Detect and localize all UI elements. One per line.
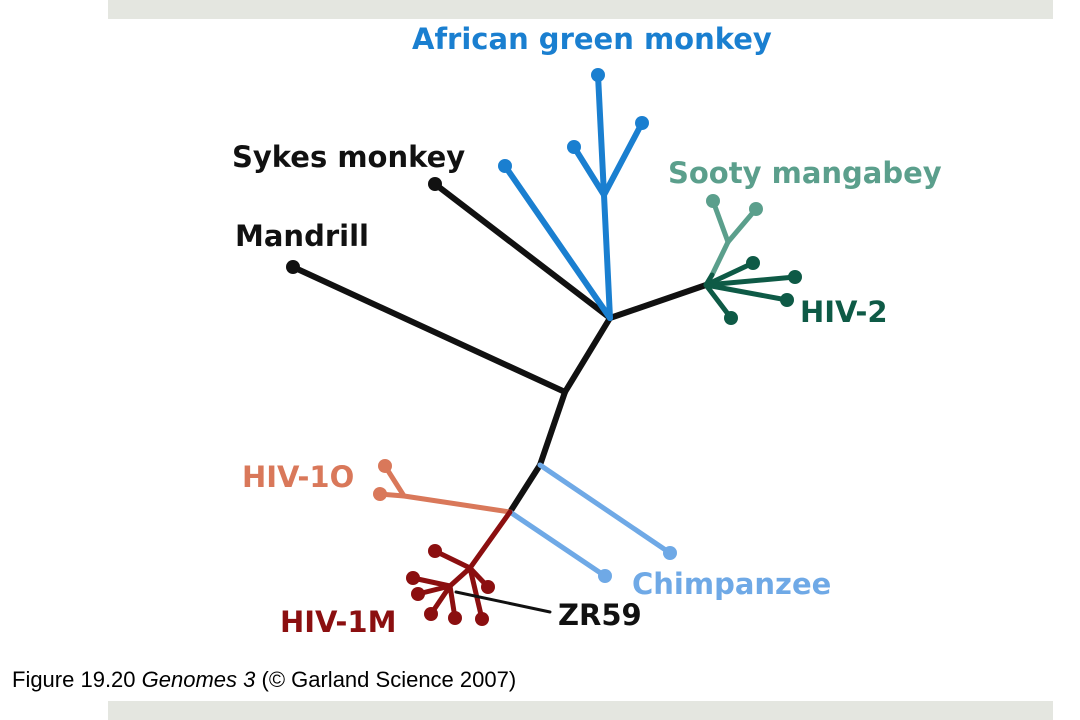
agm-leaf: [591, 68, 605, 82]
sykes-monkey-leaf: [428, 177, 442, 191]
caption-book: Genomes 3: [141, 667, 256, 692]
hiv1o-clade: [377, 463, 513, 515]
label-african-green-monkey: African green monkey: [412, 22, 772, 56]
african-green-monkey-clade: [502, 72, 645, 321]
hiv1m-leaf: [475, 612, 489, 626]
hiv2-leaf: [780, 293, 794, 307]
label-hiv2: HIV-2: [800, 295, 888, 329]
hiv1m-leaf: [406, 571, 420, 585]
caption-prefix: Figure 19.20: [12, 667, 142, 692]
hiv1o-leaves: [373, 459, 392, 501]
label-sooty-mangabey: Sooty mangabey: [668, 156, 942, 190]
caption-suffix: (© Garland Science 2007): [255, 667, 517, 692]
hiv1o-leaf: [373, 487, 387, 501]
african-green-monkey-leaves: [498, 68, 649, 173]
zr59-pointer: [454, 590, 552, 614]
label-hiv1m: HIV-1M: [280, 605, 396, 639]
chimp-leaf: [598, 569, 612, 583]
chimp-leaf: [663, 546, 677, 560]
hiv1m-leaf: [428, 544, 442, 558]
hiv1m-leaf: [481, 580, 495, 594]
sooty-leaf: [749, 202, 763, 216]
hiv2-clade: [703, 260, 798, 321]
hiv1m-leaf: [448, 611, 462, 625]
sooty-mangabey-leaves: [706, 194, 763, 216]
chimpanzee-leaves: [598, 546, 677, 583]
hiv1m-leaf: [424, 607, 438, 621]
hiv1m-leaves: [406, 544, 495, 626]
mandrill-leaf: [286, 260, 300, 274]
label-zr59: ZR59: [558, 598, 642, 632]
figure-caption: Figure 19.20 Genomes 3 (© Garland Scienc…: [12, 667, 516, 693]
hiv1o-leaf: [378, 459, 392, 473]
hiv2-leaf: [724, 311, 738, 325]
hiv2-leaf: [746, 256, 760, 270]
agm-leaf: [498, 159, 512, 173]
hiv1m-clade: [410, 509, 513, 622]
agm-leaf: [635, 116, 649, 130]
hiv2-leaves: [724, 256, 802, 325]
label-hiv1o: HIV-1O: [242, 460, 354, 494]
label-chimpanzee: Chimpanzee: [632, 567, 831, 601]
label-sykes-monkey: Sykes monkey: [232, 140, 465, 174]
bottom-band: [108, 701, 1053, 720]
hiv1m-leaf: [411, 587, 425, 601]
sooty-mangabey-clade: [709, 198, 759, 278]
label-mandrill: Mandrill: [235, 219, 369, 253]
chimpanzee-clade: [507, 462, 673, 579]
agm-leaf: [567, 140, 581, 154]
top-band: [108, 0, 1053, 19]
sooty-leaf: [706, 194, 720, 208]
hiv2-leaf: [788, 270, 802, 284]
backbone: [290, 181, 709, 515]
